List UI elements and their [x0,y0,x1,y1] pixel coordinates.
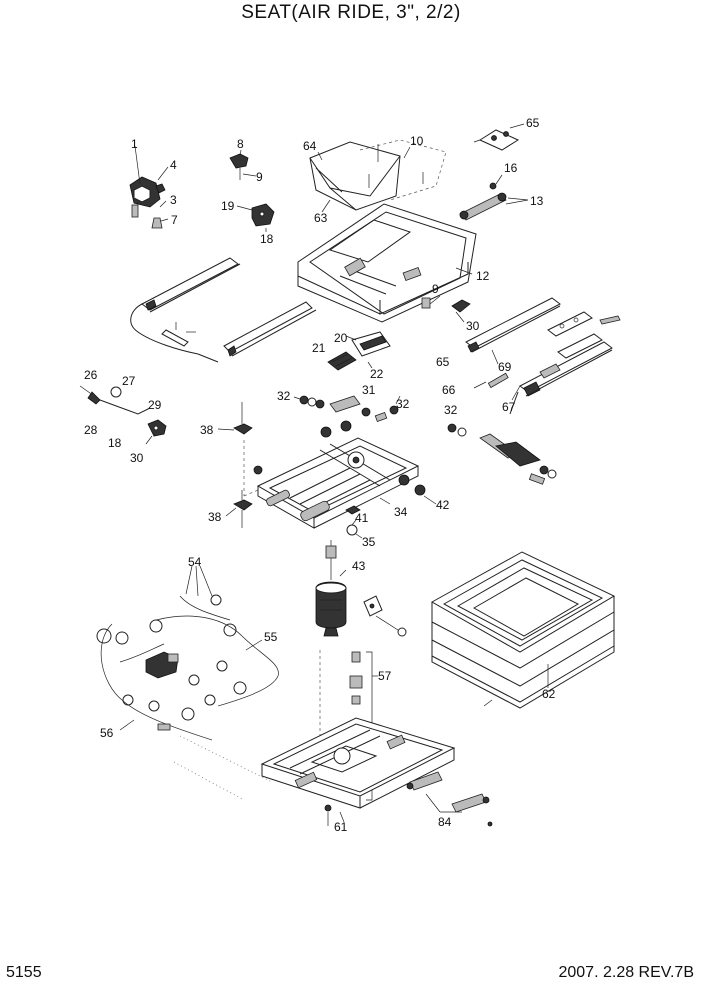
callout-label: 21 [312,341,326,355]
callout-labels: 1 4 3 7 8 9 19 18 64 10 63 65 16 13 12 9… [84,116,556,834]
part-19-switch [236,203,275,232]
callout-label: 28 [84,423,98,437]
callout-label: 26 [84,368,98,382]
part-slide-rail-left [130,257,317,363]
callout-label: 62 [542,687,556,701]
part-57-bolts [319,650,378,801]
part-7-plug [151,217,163,229]
callout-label: 4 [170,158,177,172]
part-69-slide-rail-right [465,297,621,415]
callout-label: 42 [436,498,450,512]
callout-label: 35 [362,535,376,549]
part-66-pin [473,372,509,389]
part-65-plate [473,123,525,151]
page-number: 5155 [6,964,42,981]
callout-label: 18 [108,436,122,450]
part-31-roller-set [293,395,401,423]
callout-label: 38 [208,510,222,524]
part-29-cap [145,419,167,445]
part-54-wiring-harness [96,565,279,801]
callout-label: 31 [362,383,376,397]
part-61-base [260,717,456,826]
part-21-handle [327,331,391,371]
callout-label: 84 [438,815,452,829]
callout-label: 8 [237,137,244,151]
callout-label: 20 [334,331,348,345]
part-34-scissor-frame [243,420,437,529]
part-1-bracket [129,145,166,218]
callout-label: 67 [502,400,516,414]
callout-label: 16 [504,161,518,175]
part-12-seat-frame [297,203,477,323]
part-38-bracket [217,402,253,528]
callout-label: 32 [277,389,291,403]
part-32-right-rollers [447,423,557,485]
part-9-30-knob [421,295,471,323]
part-35-41-bolt [345,505,363,539]
page-title: SEAT(AIR RIDE, 3", 2/2) [241,2,461,23]
callout-label: 12 [476,269,490,283]
callout-label: 22 [370,367,384,381]
callout-label: 9 [256,170,263,184]
callout-label: 43 [352,559,366,573]
callout-label: 3 [170,193,177,207]
callout-label: 19 [221,199,235,213]
part-63-cushion-pad [309,141,401,213]
callout-label: 41 [355,511,369,525]
callout-label: 63 [314,211,328,225]
callout-label: 32 [396,397,410,411]
part-84-shafts [406,771,493,827]
callout-label: 65 [526,116,540,130]
callout-label: 29 [148,398,162,412]
callout-label: 54 [188,555,202,569]
part-10-board [359,139,447,201]
callout-label: 65 [436,355,450,369]
part-26-cable [79,385,151,415]
callout-label: 30 [466,319,480,333]
part-62-cover [430,551,616,709]
callout-label: 55 [264,630,278,644]
part-13-damper [459,174,529,221]
callout-label: 69 [498,360,512,374]
part-air-valve [363,595,407,637]
callout-label: 13 [530,194,544,208]
callout-label: 7 [171,213,178,227]
callout-label: 27 [122,374,136,388]
callout-label: 10 [410,134,424,148]
callout-label: 18 [260,232,274,246]
callout-label: 66 [442,383,456,397]
callout-label: 56 [100,726,114,740]
callout-label: 32 [444,403,458,417]
revision-date: 2007. 2.28 REV.7B [558,964,694,981]
callout-label: 1 [131,137,138,151]
callout-label: 9 [432,282,439,296]
callout-label: 57 [378,669,392,683]
part-43-air-spring [315,540,347,637]
callout-label: 61 [334,820,348,834]
callout-label: 64 [303,139,317,153]
callout-label: 34 [394,505,408,519]
callout-label: 38 [200,423,214,437]
part-8-clip [229,149,257,180]
callout-label: 30 [130,451,144,465]
